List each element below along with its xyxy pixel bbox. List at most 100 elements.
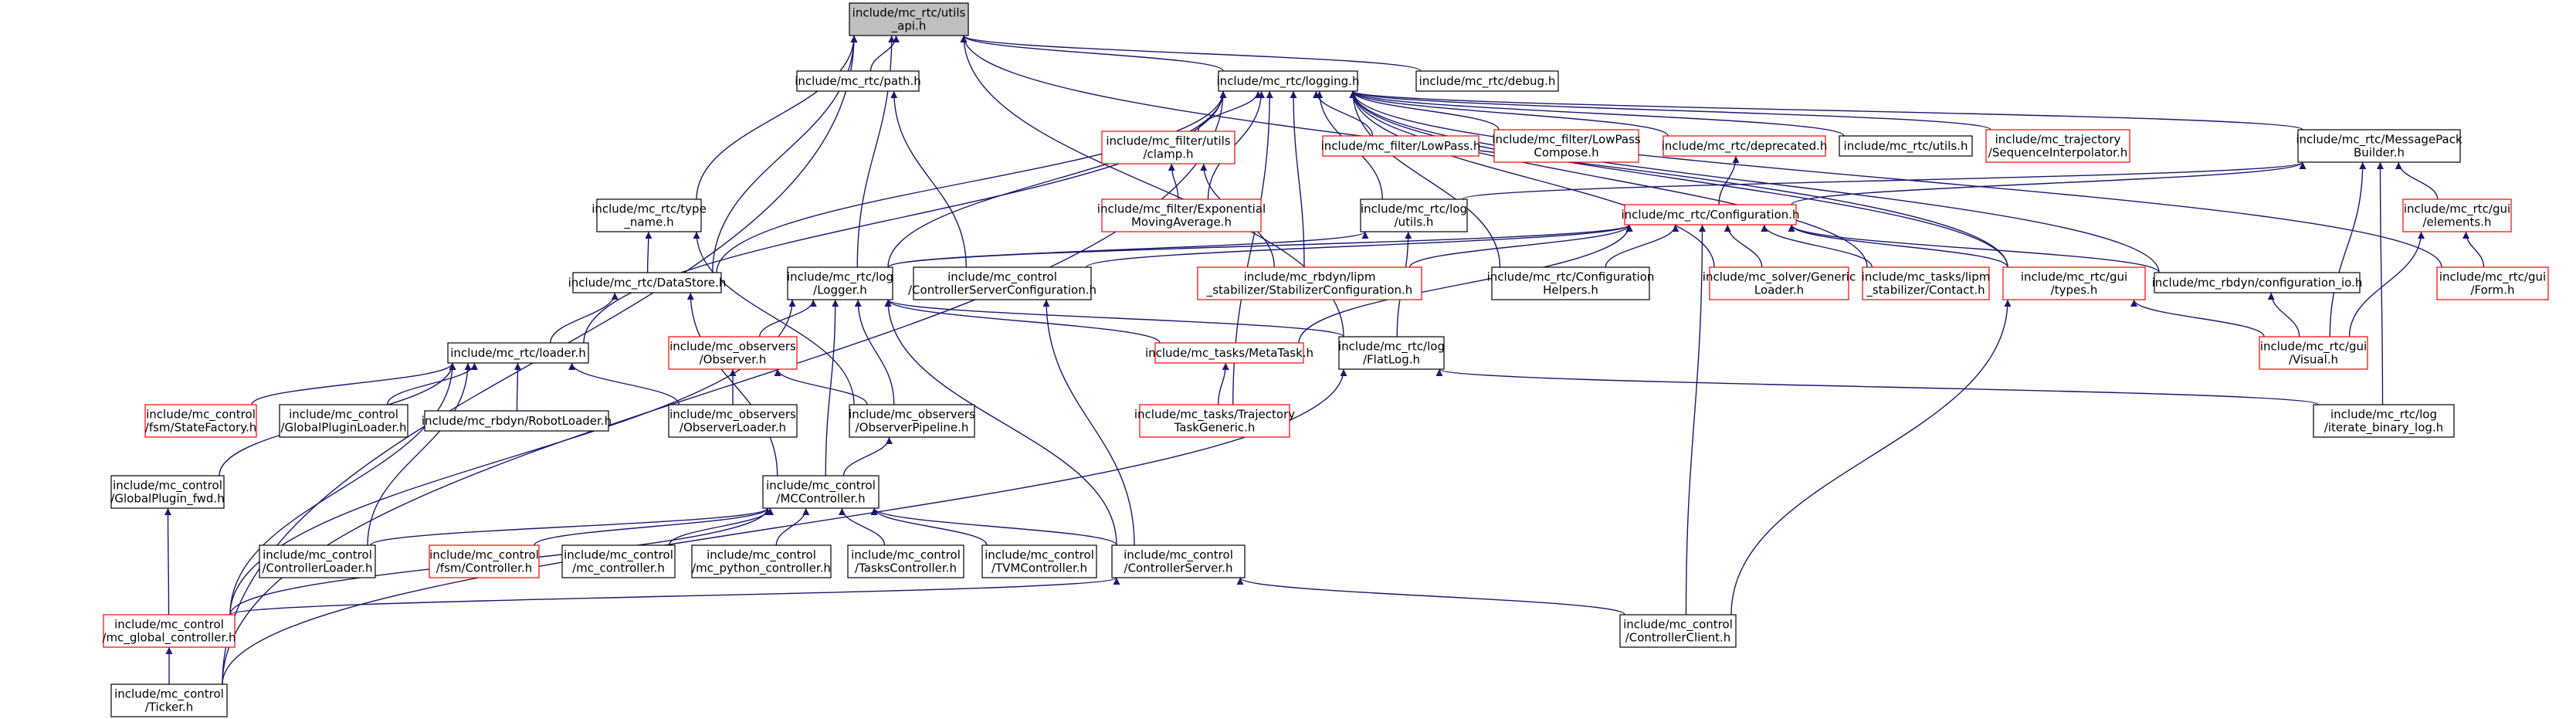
node-tasks_lipm_contact[interactable]: include/mc_tasks/lipm_stabilizer/Contact… [1862,266,1991,300]
edge-observer_loader-to-loader [568,362,680,405]
node-gui_form[interactable]: include/mc_rtc/gui/Form.h [2436,266,2549,300]
edge-gui_types-to-configuration [1788,224,2008,268]
node-iterate_binary_log[interactable]: include/mc_rtc/log/iterate_binary_log.h [2313,404,2455,438]
node-tvm_controller[interactable]: include/mc_control/TVMController.h [981,544,1097,578]
node-label-line: include/mc_control [146,408,256,422]
node-label-line: include/mc_control [263,548,372,563]
node-log_utils[interactable]: include/mc_rtc/log/utils.h [1360,198,1468,232]
node-label-line: include/mc_observers [669,408,796,422]
node-fsm_statefactory[interactable]: include/mc_control/fsm/StateFactory.h [144,404,257,438]
node-label-line: /FlatLog.h [1363,353,1420,367]
node-label-line: _api.h [891,19,927,34]
node-box [110,683,228,717]
node-label-line: include/mc_control [564,548,673,563]
edge-fsm_controller-to-mccontroller [534,507,771,546]
edge-solver_generic_loader-to-logging [1349,90,1715,268]
edge-tasks_traj_generic-to-tasks_metatask [1218,362,1229,405]
node-gui_elements[interactable]: include/mc_rtc/gui/elements.h [2402,198,2512,232]
node-mccontroller[interactable]: include/mc_control/MCController.h [762,475,880,509]
node-global_plugin_fwd[interactable]: include/mc_control/GlobalPlugin_fwd.h [110,475,225,509]
node-label-line: include/mc_observers [849,408,975,422]
node-controller_loader[interactable]: include/mc_control/ControllerLoader.h [259,544,376,578]
node-tasks_controller[interactable]: include/mc_control/TasksController.h [847,544,964,578]
node-mc_python_controller[interactable]: include/mc_control/mc_python_controller.… [691,544,832,578]
node-ticker[interactable]: include/mc_control/Ticker.h [110,683,228,717]
node-label-line: Compose.h [1534,146,1598,160]
node-log_logger[interactable]: include/mc_rtc/log/Logger.h [787,266,893,300]
node-rbdyn_lipm_stab_config[interactable]: include/mc_rbdyn/lipm_stabilizer/Stabili… [1197,266,1422,300]
node-label-line: include/mc_rtc/gui [2260,340,2367,354]
node-label-line: /mc_global_controller.h [102,631,236,646]
node-box [913,266,1092,300]
edge-mc_global_controller-to-controller_server [229,577,1120,616]
node-label-line: /Observer.h [700,353,767,367]
node-mc_controller_h[interactable]: include/mc_control/mc_controller.h [561,544,676,578]
node-configuration[interactable]: include/mc_rtc/Configuration.h [1621,204,1800,226]
node-label-line: include/mc_control [1124,548,1233,563]
node-label-line: /Logger.h [813,283,867,297]
node-box [981,544,1097,578]
node-datastore[interactable]: include/mc_rtc/DataStore.h [568,272,727,293]
edge-observer_pipeline-to-type_name [693,231,855,405]
edge-log_logger-to-log_utils [887,231,1369,268]
node-fsm_controller[interactable]: include/mc_control/fsm/Controller.h [429,544,540,578]
node-label-line: include/mc_rtc/Configuration [1487,270,1655,285]
node-observer_loader[interactable]: include/mc_observers/ObserverLoader.h [668,404,798,438]
node-box [424,410,609,432]
node-label-line: /ObserverLoader.h [680,421,786,435]
edge-controller_client-to-configuration [1685,224,1706,616]
node-gui_types[interactable]: include/mc_rtc/gui/types.h [2002,266,2146,300]
node-gui_visual[interactable]: include/mc_rtc/gui/Visual.h [2259,336,2368,370]
node-label-line: include/mc_rbdyn/lipm [1244,270,1376,285]
node-log_flatlog[interactable]: include/mc_rtc/log/FlatLog.h [1338,336,1445,370]
node-filter_utils_clamp[interactable]: include/mc_filter/utils/clamp.h [1101,131,1235,164]
edge-log_logger-to-root [856,35,896,268]
node-global_plugin_loader[interactable]: include/mc_control/GlobalPluginLoader.h [279,404,408,438]
edge-observers_observer-to-log_logger [759,299,817,337]
node-observer_pipeline[interactable]: include/mc_observers/ObserverPipeline.h [849,404,975,438]
node-type_name[interactable]: include/mc_rtc/type_name.h [591,198,707,232]
edges-layer [164,35,2485,685]
node-box [1493,129,1639,163]
node-box [796,70,920,92]
node-loader[interactable]: include/mc_rtc/loader.h [447,342,589,364]
node-box [1839,135,1973,157]
node-label-line: Helpers.h [1543,283,1598,297]
node-logging[interactable]: include/mc_rtc/logging.h [1217,70,1360,92]
node-ctl_server_config[interactable]: include/mc_control/ControllerServerConfi… [908,266,1096,300]
node-tasks_metatask[interactable]: include/mc_tasks/MetaTask.h [1145,342,1313,364]
node-path[interactable]: include/mc_rtc/path.h [795,70,921,92]
node-filter_lowpass[interactable]: include/mc_filter/LowPass.h [1321,135,1481,157]
node-root[interactable]: include/mc_rtc/utils_api.h [849,2,969,36]
node-label-line: include/mc_rtc/logging.h [1217,74,1360,89]
node-label-line: include/mc_rbdyn/RobotLoader.h [422,414,612,429]
node-filter_expavg[interactable]: include/mc_filter/ExponentialMovingAvera… [1097,198,1266,232]
node-mc_global_controller[interactable]: include/mc_control/mc_global_controller.… [102,614,236,648]
node-rtc_utils[interactable]: include/mc_rtc/utils.h [1839,135,1973,157]
node-label-line: include/mc_rtc/deprecated.h [1662,139,1828,154]
edge-path-to-root [869,35,900,72]
node-label-line: include/mc_control [429,548,539,563]
node-controller_server[interactable]: include/mc_control/ControllerServer.h [1111,544,1246,578]
edge-rbdyn_robotloader-to-loader [514,362,521,412]
node-controller_client[interactable]: include/mc_control/ControllerClient.h [1619,614,1737,648]
edge-iterate_binary_log-to-msgpack_builder [2377,161,2384,405]
node-label-line: include/mc_rtc/type [591,202,707,217]
node-observers_observer[interactable]: include/mc_observers/Observer.h [668,336,798,370]
node-rbdyn_config_io[interactable]: include/mc_rbdyn/configuration_io.h [2152,272,2363,293]
node-rbdyn_robotloader[interactable]: include/mc_rbdyn/RobotLoader.h [422,410,612,432]
node-debug[interactable]: include/mc_rtc/debug.h [1415,70,1559,92]
edge-controller_loader-to-loader [367,362,472,546]
node-deprecated[interactable]: include/mc_rtc/deprecated.h [1662,135,1828,157]
edge-rbdyn_config_io-to-logging [1349,90,2160,273]
node-box [1619,614,1737,648]
edge-log_flatlog-to-log_logger [884,299,1344,337]
node-trajectory_seqinterp[interactable]: include/mc_trajectory/SequenceInterpolat… [1985,129,2130,163]
edge-gui_form-to-logging [1349,90,2442,268]
edge-gui_visual-to-gui_elements [2348,231,2425,337]
